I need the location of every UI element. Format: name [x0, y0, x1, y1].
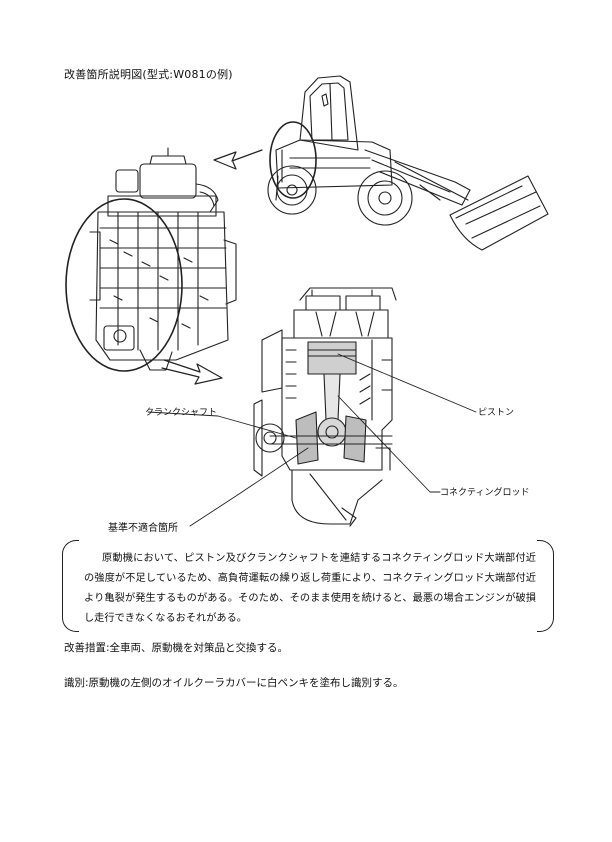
arrow-to-section [161, 359, 223, 385]
identification-text: 識別:原動機の左側のオイルクーラカバーに白ペンキを塗布し識別する。 [64, 677, 404, 689]
arrow-to-engine [213, 149, 263, 170]
remedy-text: 改善措置:全車両、原動機を対策品と交換する。 [64, 642, 289, 654]
label-crankshaft: クランクシャフト [145, 408, 218, 418]
engine-drawing [65, 147, 237, 372]
defect-description-text: 原動機において、ピストン及びクランクシャフトを連結するコネクティングロッド大端部… [84, 553, 536, 624]
label-piston: ピストン [478, 408, 515, 418]
bracket-left [62, 540, 79, 632]
engine-illustration [65, 75, 549, 527]
wheel-loader-drawing [267, 75, 549, 251]
label-connecting-rod: コネクティングロッド [440, 488, 530, 498]
label-nonconforming-area: 基準不適合箇所 [108, 523, 178, 534]
leader-lines [147, 353, 477, 527]
figure-title: 改善箇所説明図(型式:W081の例) [64, 68, 233, 81]
bracket-right [537, 540, 554, 632]
defect-description-box: 原動機において、ピストン及びクランクシャフトを連結するコネクティングロッド大端部… [62, 540, 554, 632]
cross-section-drawing [253, 287, 397, 527]
